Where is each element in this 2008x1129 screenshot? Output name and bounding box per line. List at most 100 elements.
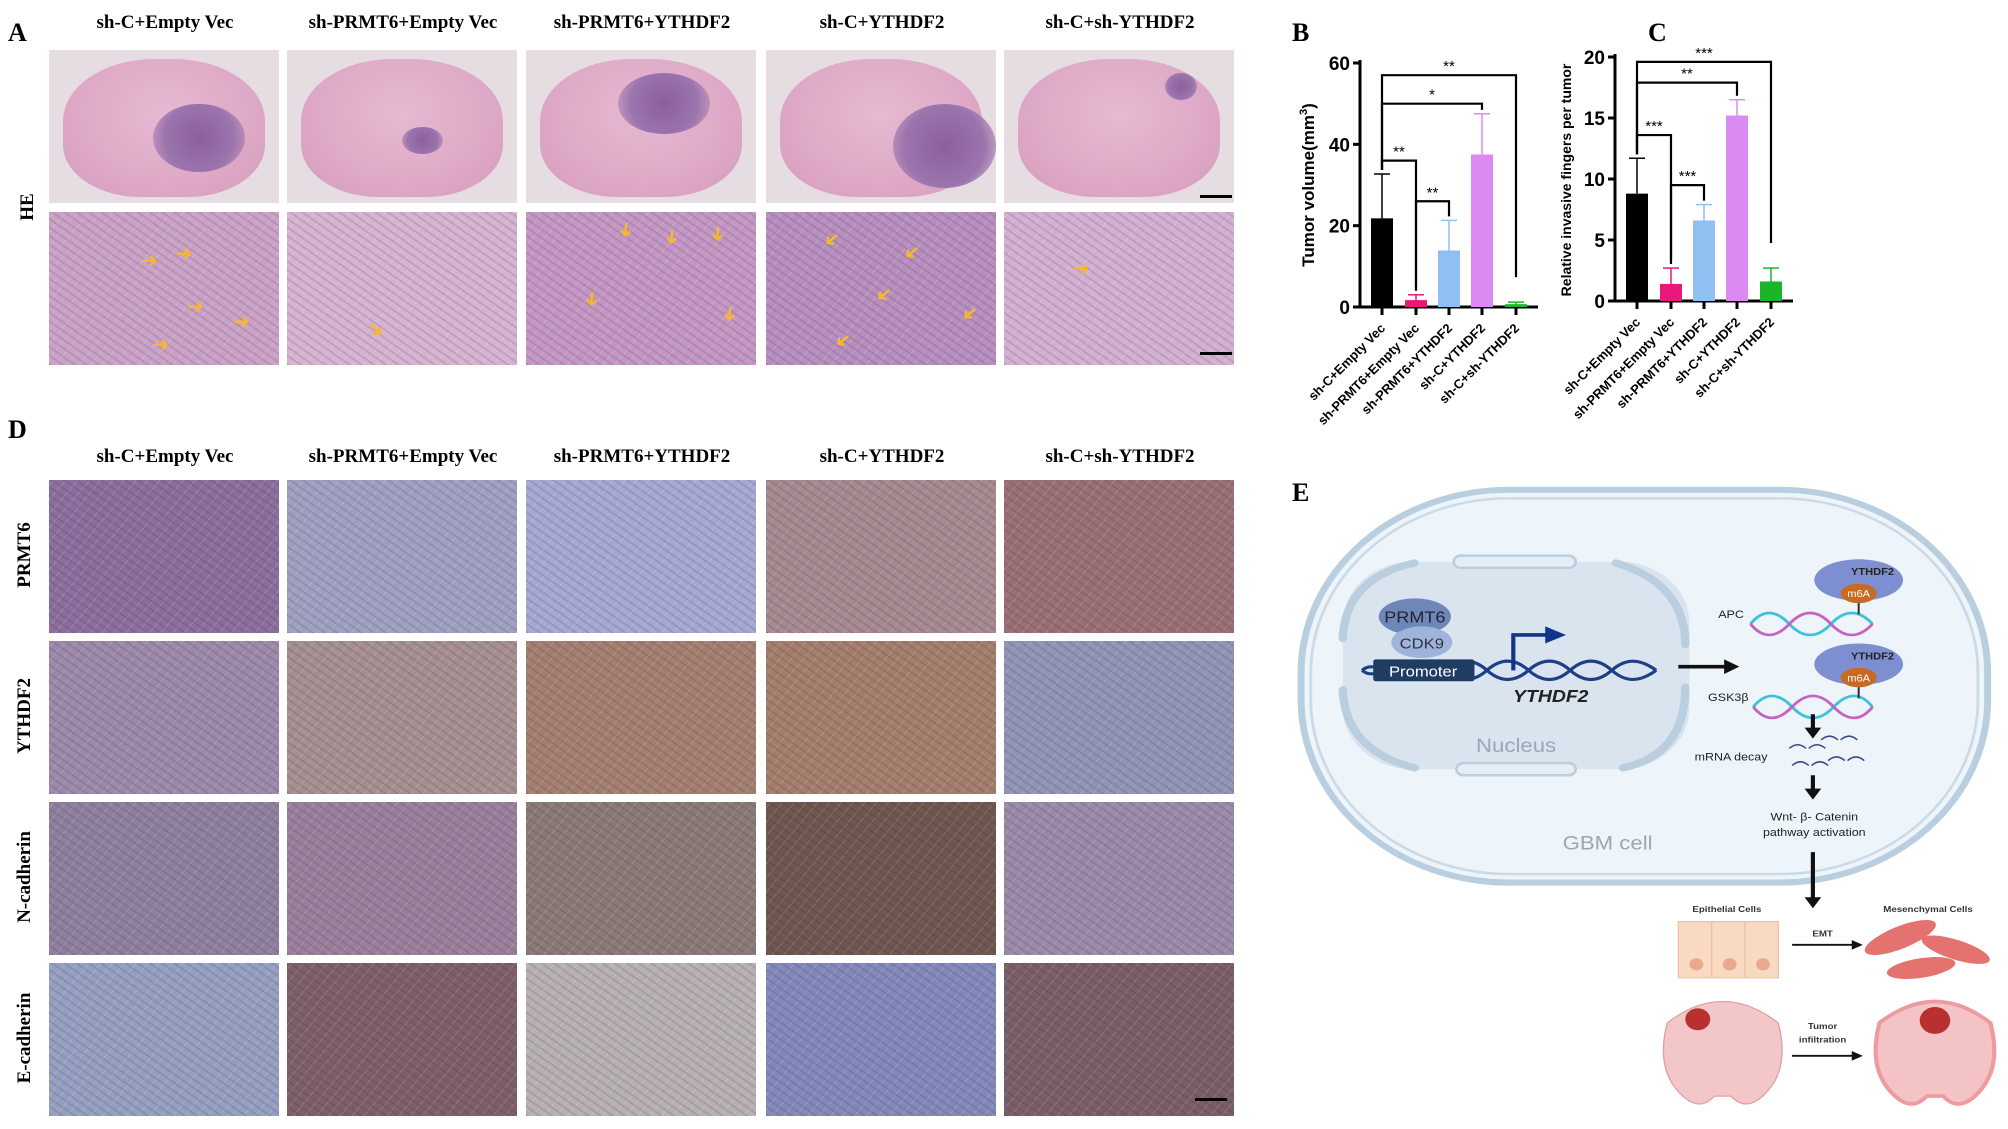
he-brain-slice-image xyxy=(49,50,279,203)
brain-slice xyxy=(300,59,504,197)
significance-bracket xyxy=(1635,81,1739,155)
ythdf2-protein-label-2: YTHDF2 xyxy=(1851,652,1894,662)
prmt6-protein xyxy=(1378,598,1451,635)
scale-bar xyxy=(1200,352,1232,355)
tissue-texture xyxy=(766,212,996,365)
tumor-mass xyxy=(402,126,444,155)
significance-label: ** xyxy=(1443,58,1455,75)
significance-label: * xyxy=(1429,87,1435,104)
tumor-mass xyxy=(892,103,996,188)
yellow-arrow-icon: ➜ xyxy=(187,294,204,319)
ihc-microscopy-image xyxy=(1004,802,1234,955)
scale-bar xyxy=(1200,195,1232,198)
column-header: sh-PRMT6+YTHDF2 xyxy=(553,446,731,467)
ihc-microscopy-image xyxy=(1004,641,1234,794)
ihc-microscopy-image xyxy=(526,802,756,955)
tissue-texture xyxy=(287,480,517,633)
y-axis-label: Tumor volume(mm3) xyxy=(1298,103,1318,267)
tissue-texture xyxy=(766,963,996,1116)
ihc-microscopy-image xyxy=(1004,480,1234,633)
he-brain-slice-image xyxy=(766,50,996,203)
brain-after-icon xyxy=(1873,999,1997,1106)
yellow-arrow-icon: ➜ xyxy=(1071,254,1092,281)
tissue-texture xyxy=(287,641,517,794)
bar xyxy=(1726,115,1748,301)
tissue-texture xyxy=(1004,641,1234,794)
apc-mrna xyxy=(1749,611,1874,637)
panel-label-b: B xyxy=(1292,18,1310,47)
transcription-arrow-icon xyxy=(1545,626,1567,644)
ihc-microscopy-image xyxy=(287,641,517,794)
mrna-decay-label: mRNA decay xyxy=(1695,751,1768,763)
row-label-prmt6: PRMT6 xyxy=(14,522,35,588)
brain-before-icon xyxy=(1662,1000,1783,1105)
y-tick-label: 10 xyxy=(1584,170,1605,191)
tissue-texture xyxy=(1004,480,1234,633)
tissue-texture xyxy=(766,641,996,794)
ihc-microscopy-image xyxy=(526,480,756,633)
ihc-microscopy-image xyxy=(766,963,996,1116)
yellow-arrow-icon: ➜ xyxy=(175,240,193,265)
he-brain-slice-image xyxy=(526,50,756,203)
promoter-label: Promoter xyxy=(1389,664,1457,680)
column-header: sh-C+sh-YTHDF2 xyxy=(1045,12,1195,33)
ihc-microscopy-image xyxy=(49,963,279,1116)
bar xyxy=(1505,304,1527,307)
bar xyxy=(1626,193,1648,301)
significance-bracket xyxy=(1380,102,1484,171)
yellow-arrow-icon: ➜ xyxy=(717,304,743,323)
gbm-cell-label: GBM cell xyxy=(1563,833,1653,854)
m6a-label-1: m6A xyxy=(1847,590,1870,600)
yellow-arrow-icon: ➜ xyxy=(152,332,170,357)
ihc-microscopy-image xyxy=(49,480,279,633)
mesenchymal-cells-icon xyxy=(1864,919,1990,979)
panel-label-a: A xyxy=(8,18,27,47)
gene-label: YTHDF2 xyxy=(1513,686,1588,706)
significance-bracket xyxy=(1669,184,1706,261)
he-microscopy-image: ➜➜➜➜➜ xyxy=(49,212,279,365)
column-header: sh-C+sh-YTHDF2 xyxy=(1045,446,1195,467)
significance-label: ** xyxy=(1427,184,1439,201)
y-tick-label: 0 xyxy=(1339,298,1350,319)
ihc-microscopy-image xyxy=(49,802,279,955)
tissue-texture xyxy=(526,480,756,633)
significance-label: ** xyxy=(1393,144,1405,161)
significance-label: *** xyxy=(1695,45,1713,62)
y-tick-label: 5 xyxy=(1594,231,1605,252)
y-tick-label: 0 xyxy=(1594,292,1605,313)
he-microscopy-image: ➜ xyxy=(1004,212,1234,365)
column-header: sh-C+YTHDF2 xyxy=(819,446,945,467)
y-tick-label: 20 xyxy=(1329,217,1350,238)
yellow-arrow-icon: ➜ xyxy=(579,289,605,308)
panel-label-c: C xyxy=(1648,18,1667,47)
wnt-label-1: Wnt- β- Catenin xyxy=(1770,811,1858,823)
tissue-texture xyxy=(49,212,279,365)
he-microscopy-image: ➜ xyxy=(287,212,517,365)
he-microscopy-image: ➜➜➜➜➜ xyxy=(526,212,756,365)
tissue-texture xyxy=(49,802,279,955)
tissue-texture xyxy=(526,963,756,1116)
ihc-microscopy-image xyxy=(766,480,996,633)
he-microscopy-image: ➜➜➜➜➜ xyxy=(766,212,996,365)
yellow-arrow-icon: ➜ xyxy=(233,309,250,334)
bar xyxy=(1405,300,1427,307)
promoter-box xyxy=(1373,659,1475,682)
tissue-texture xyxy=(287,212,517,365)
panel-label-e: E xyxy=(1292,478,1310,507)
mrna-fragments xyxy=(1788,735,1865,767)
wnt-label-2: pathway activation xyxy=(1763,827,1866,839)
tissue-texture xyxy=(766,802,996,955)
cdk9-label: CDK9 xyxy=(1400,636,1444,652)
tumor-mass xyxy=(1165,72,1198,101)
tissue-texture xyxy=(49,480,279,633)
tumor-mass xyxy=(618,72,710,135)
ythdf2-protein-1 xyxy=(1814,559,1904,601)
he-brain-slice-image xyxy=(287,50,517,203)
arrow-right-icon xyxy=(1724,659,1740,674)
tissue-texture xyxy=(287,963,517,1116)
column-header: sh-PRMT6+Empty Vec xyxy=(308,446,498,467)
panel-label-d: D xyxy=(8,415,27,444)
yellow-arrow-icon: ➜ xyxy=(613,220,639,239)
